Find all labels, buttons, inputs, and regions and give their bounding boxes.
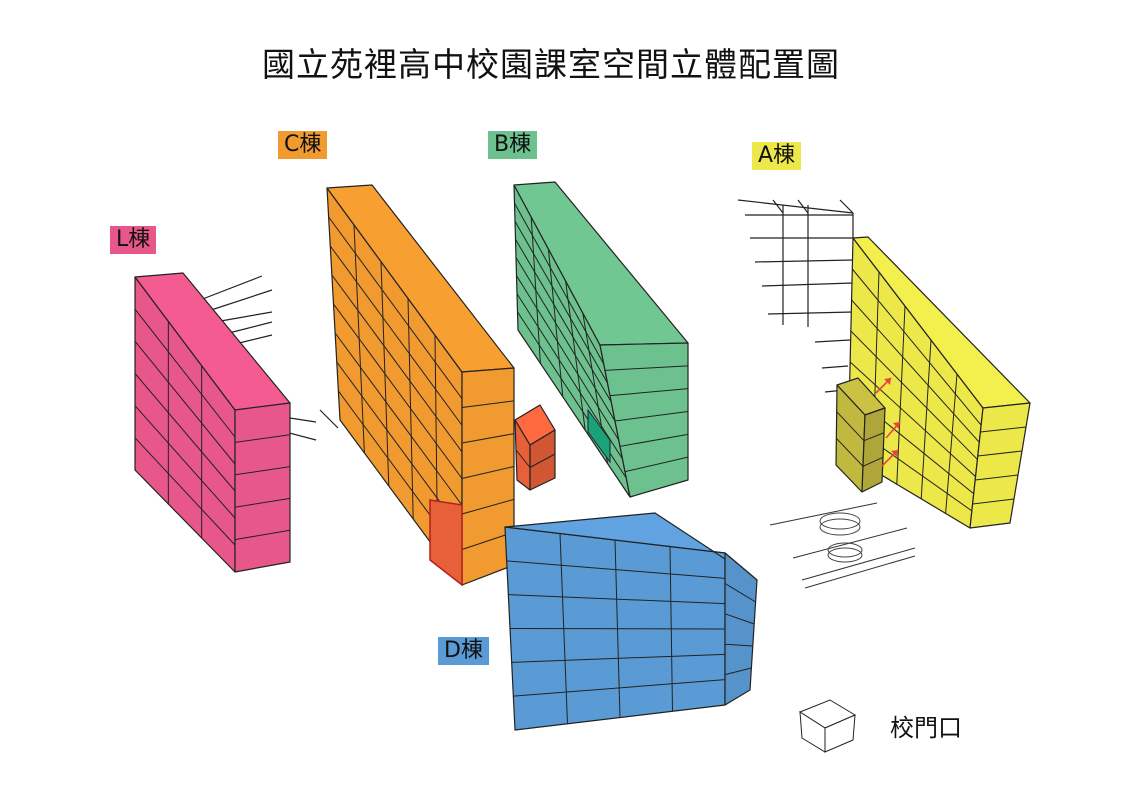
building-b-side-row-line	[514, 221, 608, 384]
pool-ring	[819, 518, 861, 536]
schematic-grid-line	[737, 199, 854, 214]
olive-box-side-row-line	[836, 411, 865, 442]
building-b-side-row-line	[516, 275, 620, 441]
building-l-side-row-line	[134, 405, 236, 519]
schematic-grid-line	[797, 199, 809, 214]
label-building-l: L棟	[110, 226, 157, 254]
annex-line	[199, 275, 263, 301]
building-c-end-row-line	[461, 400, 515, 408]
building-b-end-row-line	[614, 411, 689, 422]
building-b-side-row-line	[515, 239, 612, 403]
red-box-front	[529, 429, 556, 491]
building-l-side-row-line	[134, 341, 236, 465]
schematic-grid-line	[767, 311, 854, 315]
annex-line	[319, 409, 339, 429]
building-b-side-col-line	[565, 280, 586, 431]
building-c-end-row-line	[461, 466, 515, 479]
building-a-side-col-line	[920, 339, 932, 499]
building-l-side-row-line	[134, 308, 236, 438]
building-b-side-row-line	[516, 293, 623, 460]
building-l-end	[234, 402, 291, 573]
building-b-end-row-line	[624, 456, 689, 473]
diagram-title: 國立苑裡高中校園課室空間立體配置圖	[262, 45, 840, 84]
building-b-side-col-line	[547, 248, 564, 397]
annex-line	[204, 289, 273, 313]
red-box-side-row-line	[515, 449, 531, 468]
schematic-grid-line	[821, 365, 849, 369]
building-b-side-col-line	[530, 216, 541, 364]
annex-line	[224, 321, 273, 335]
building-d-end-row-line	[724, 643, 753, 647]
building-d-end-row-line	[724, 667, 752, 676]
building-b-side-row-line	[514, 202, 605, 365]
label-building-b: B棟	[488, 131, 538, 159]
building-a-side-col-line	[896, 305, 906, 485]
building-c-side-row-line	[333, 303, 463, 479]
ground-line	[801, 547, 916, 581]
building-d-end	[724, 552, 758, 706]
arrowhead-icon	[884, 378, 891, 385]
building-l-end-row-line	[234, 466, 291, 476]
building-c-side-row-line	[328, 216, 463, 399]
building-a-end-row-line	[980, 426, 1027, 433]
building-c-side-row-line	[331, 274, 463, 453]
ground-line	[804, 555, 916, 589]
building-a-end	[969, 402, 1031, 529]
red-annex-box	[429, 499, 463, 587]
building-a-side-row-line	[851, 268, 982, 426]
olive-box-front-row-line	[862, 456, 884, 467]
building-a-side-row-line	[850, 330, 978, 460]
arrowhead-icon	[893, 422, 900, 429]
pool-ring	[827, 542, 863, 558]
building-d-end-row-line	[724, 582, 756, 603]
building-c-side-col-line	[353, 224, 365, 454]
annex-line	[234, 334, 273, 345]
arrowhead-icon	[891, 450, 898, 457]
pool-ring	[819, 512, 861, 530]
building-l-end-row-line	[234, 434, 291, 443]
building-l-side-row-line	[134, 437, 236, 546]
building-a-side-row-line	[851, 299, 980, 443]
building-c-side-col-line	[380, 261, 390, 487]
olive-box-side-row-line	[835, 437, 864, 467]
schematic-grid-line	[839, 199, 854, 214]
teal-cell	[587, 408, 611, 464]
label-building-a: A棟	[752, 142, 802, 170]
building-d-front-col-line	[614, 539, 621, 718]
building-a-side-row-line	[849, 361, 976, 477]
building-l-side-row-line	[134, 373, 236, 492]
building-c-side-row-line	[329, 245, 463, 426]
gate-legend-label: 校門口	[890, 714, 962, 742]
building-a-side-col-line	[945, 373, 958, 514]
olive-box-front	[861, 407, 886, 493]
pool-ring	[827, 547, 863, 563]
building-c-end-row-line	[461, 433, 515, 444]
olive-box-front-row-line	[863, 432, 885, 442]
red-box-front-row-line	[529, 453, 556, 468]
building-b-side-row-line	[515, 257, 616, 422]
building-l-end-row-line	[234, 497, 291, 508]
annex-line	[214, 311, 273, 323]
schematic-grid-line	[772, 199, 784, 214]
schematic-grid-line	[814, 339, 851, 343]
building-a-end-row-line	[975, 474, 1019, 481]
building-a-end-row-line	[972, 498, 1015, 505]
building-b-end-row-line	[609, 388, 689, 397]
building-b-end-row-line	[604, 365, 689, 371]
building-d-end-row-line	[724, 613, 755, 625]
label-building-c: C棟	[278, 131, 328, 159]
building-c-side-row-line	[334, 332, 463, 506]
building-d-front-col-line	[669, 546, 673, 712]
building-d-front-col-line	[559, 533, 568, 724]
building-c-end-row-line	[461, 498, 515, 515]
building-c-side-col-line	[407, 298, 414, 520]
building-a-end-row-line	[977, 450, 1023, 457]
building-l-end-row-line	[234, 529, 291, 541]
label-building-d: D棟	[438, 637, 489, 665]
building-b-end-row-line	[619, 433, 689, 447]
gate-cube-icon	[824, 714, 856, 753]
schematic-grid-line	[754, 259, 854, 263]
ground-line	[769, 502, 878, 526]
